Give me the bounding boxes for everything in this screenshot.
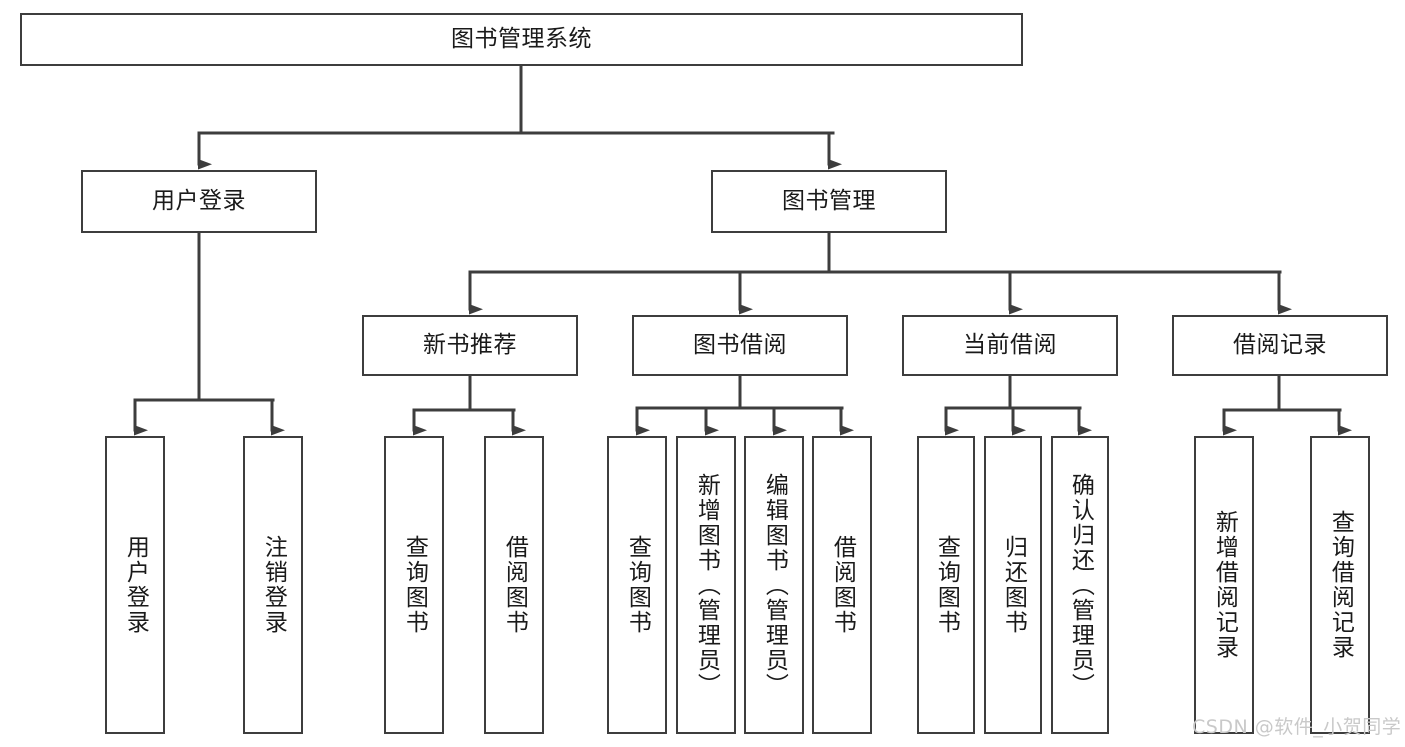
node-borrow-record[interactable]: 借阅记录 — [1172, 315, 1388, 376]
csdn-watermark: CSDN @软件_小贺同学 — [1192, 716, 1402, 738]
node-label: 新增图书（管理员） — [693, 472, 720, 698]
node-label: 注销登录 — [260, 535, 287, 635]
node-leaf-user-logout[interactable]: 注销登录 — [243, 436, 303, 734]
node-label: 用户登录 — [122, 535, 149, 635]
node-new-book-recommend[interactable]: 新书推荐 — [362, 315, 578, 376]
node-leaf-add-book[interactable]: 新增图书（管理员） — [676, 436, 736, 734]
node-leaf-return-book[interactable]: 归还图书 — [984, 436, 1042, 734]
node-leaf-query-book-1[interactable]: 查询图书 — [384, 436, 444, 734]
node-current-borrow[interactable]: 当前借阅 — [902, 315, 1118, 376]
node-label: 查询借阅记录 — [1327, 510, 1354, 660]
node-leaf-query-record[interactable]: 查询借阅记录 — [1310, 436, 1370, 734]
node-leaf-query-book-2[interactable]: 查询图书 — [607, 436, 667, 734]
node-label: 确认归还（管理员） — [1067, 472, 1094, 698]
node-leaf-user-login[interactable]: 用户登录 — [105, 436, 165, 734]
node-user-login[interactable]: 用户登录 — [81, 170, 317, 233]
node-root[interactable]: 图书管理系统 — [20, 13, 1023, 66]
node-label: 借阅图书 — [829, 535, 856, 635]
node-label: 查询图书 — [933, 535, 960, 635]
node-leaf-add-record[interactable]: 新增借阅记录 — [1194, 436, 1254, 734]
node-label: 新增借阅记录 — [1211, 510, 1238, 660]
node-label: 归还图书 — [1000, 535, 1027, 635]
node-book-manage[interactable]: 图书管理 — [711, 170, 947, 233]
node-leaf-borrow-book-1[interactable]: 借阅图书 — [484, 436, 544, 734]
node-leaf-edit-book[interactable]: 编辑图书（管理员） — [744, 436, 804, 734]
node-label: 编辑图书（管理员） — [761, 472, 788, 698]
node-label: 借阅图书 — [501, 535, 528, 635]
node-label: 查询图书 — [624, 535, 651, 635]
node-book-borrow[interactable]: 图书借阅 — [632, 315, 848, 376]
node-leaf-confirm-return[interactable]: 确认归还（管理员） — [1051, 436, 1109, 734]
node-leaf-query-book-3[interactable]: 查询图书 — [917, 436, 975, 734]
node-label: 查询图书 — [401, 535, 428, 635]
node-leaf-borrow-book-2[interactable]: 借阅图书 — [812, 436, 872, 734]
